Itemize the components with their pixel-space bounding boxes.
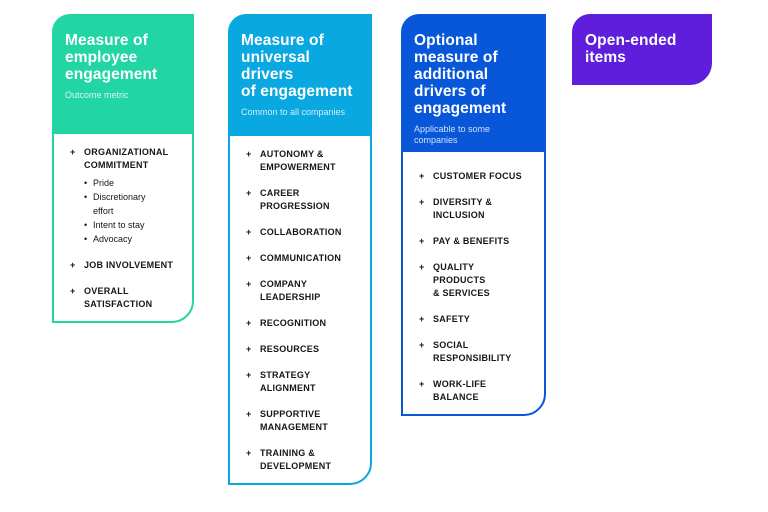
card-subtitle: Outcome metric: [65, 90, 129, 100]
card-subtitle: Applicable to some companies: [414, 124, 491, 145]
plus-icon: +: [419, 340, 425, 350]
list-item: + JOB INVOLVEMENT: [70, 259, 184, 272]
list-item: + CUSTOMER FOCUS: [419, 170, 536, 183]
list-item: + DIVERSITY & INCLUSION: [419, 196, 536, 222]
item-label: JOB INVOLVEMENT: [84, 260, 174, 270]
item-label: CAREER PROGRESSION: [260, 188, 330, 211]
item-label: AUTONOMY & EMPOWERMENT: [260, 149, 336, 172]
list-item: + RECOGNITION: [246, 317, 362, 330]
item-label: COMMUNICATION: [260, 253, 342, 263]
card-employee-engagement: Measure of employee engagement Outcome m…: [52, 14, 194, 323]
plus-icon: +: [246, 344, 252, 354]
plus-icon: +: [419, 314, 425, 324]
card-header: Measure of universal drivers of engageme…: [228, 14, 372, 134]
card-header: Optional measure of additional drivers o…: [401, 14, 546, 150]
list-item: + COLLABORATION: [246, 226, 362, 239]
list-item: + COMPANY LEADERSHIP: [246, 278, 362, 304]
plus-icon: +: [419, 236, 425, 246]
card-title: Optional measure of additional drivers o…: [414, 32, 507, 117]
item-label: TRAINING & DEVELOPMENT: [260, 448, 332, 471]
plus-icon: +: [246, 409, 252, 419]
list-item: + PAY & BENEFITS: [419, 235, 536, 248]
list-item: + WORK-LIFE BALANCE: [419, 378, 536, 404]
list-item: + CAREER PROGRESSION: [246, 187, 362, 213]
plus-icon: +: [246, 149, 252, 159]
bullet-icon: •: [84, 192, 88, 202]
bullet-icon: •: [84, 234, 88, 244]
item-content: JOB INVOLVEMENT: [84, 259, 184, 272]
item-label: DIVERSITY & INCLUSION: [433, 197, 493, 220]
card-open-ended: Open-ended items: [572, 14, 712, 85]
list-item: + RESOURCES: [246, 343, 362, 356]
card-title: Open-ended items: [585, 32, 677, 66]
item-label: COMPANY LEADERSHIP: [260, 279, 321, 302]
card-additional-drivers: Optional measure of additional drivers o…: [401, 14, 546, 416]
item-label: STRATEGY ALIGNMENT: [260, 370, 316, 393]
card-header: Measure of employee engagement Outcome m…: [52, 14, 194, 132]
bullet-label: Discretionary effort: [93, 192, 146, 216]
card-title: Measure of employee engagement: [65, 32, 158, 83]
plus-icon: +: [246, 188, 252, 198]
plus-icon: +: [246, 279, 252, 289]
plus-icon: +: [246, 370, 252, 380]
bullet-icon: •: [84, 220, 88, 230]
item-label: OVERALL SATISFACTION: [84, 286, 153, 309]
plus-icon: +: [419, 197, 425, 207]
item-label: SAFETY: [433, 314, 471, 324]
item-label: ORGANIZATIONAL COMMITMENT: [84, 147, 169, 170]
plus-icon: +: [246, 448, 252, 458]
bullet-item: • Discretionary effort: [84, 190, 184, 218]
bullet-icon: •: [84, 178, 88, 188]
item-label: SOCIAL RESPONSIBILITY: [433, 340, 512, 363]
list-item: + ORGANIZATIONAL COMMITMENT • Pride • Di…: [70, 146, 184, 246]
item-label: CUSTOMER FOCUS: [433, 171, 522, 181]
plus-icon: +: [70, 147, 76, 157]
card-title: Measure of universal drivers of engageme…: [241, 32, 353, 100]
item-label: SUPPORTIVE MANAGEMENT: [260, 409, 328, 432]
list-item: + SUPPORTIVE MANAGEMENT: [246, 408, 362, 434]
plus-icon: +: [419, 262, 425, 272]
list-item: + AUTONOMY & EMPOWERMENT: [246, 148, 362, 174]
card-header: Open-ended items: [572, 14, 712, 85]
card-body: + ORGANIZATIONAL COMMITMENT • Pride • Di…: [52, 132, 194, 323]
card-universal-drivers: Measure of universal drivers of engageme…: [228, 14, 372, 485]
bullet-item: • Intent to stay: [84, 218, 184, 232]
card-body: + CUSTOMER FOCUS + DIVERSITY & INCLUSION…: [401, 150, 546, 416]
list-item: + COMMUNICATION: [246, 252, 362, 265]
item-label: PAY & BENEFITS: [433, 236, 510, 246]
item-label: RESOURCES: [260, 344, 320, 354]
list-item: + SOCIAL RESPONSIBILITY: [419, 339, 536, 365]
item-label: COLLABORATION: [260, 227, 342, 237]
item-label: WORK-LIFE BALANCE: [433, 379, 487, 402]
bullet-item: • Pride: [84, 176, 184, 190]
bullet-label: Advocacy: [93, 234, 133, 244]
list-item: + STRATEGY ALIGNMENT: [246, 369, 362, 395]
plus-icon: +: [246, 318, 252, 328]
item-label: QUALITY PRODUCTS & SERVICES: [433, 262, 490, 298]
bullet-item: • Advocacy: [84, 232, 184, 246]
list-item: + QUALITY PRODUCTS & SERVICES: [419, 261, 536, 300]
item-content: ORGANIZATIONAL COMMITMENT • Pride • Disc…: [84, 146, 184, 246]
plus-icon: +: [70, 286, 76, 296]
plus-icon: +: [246, 227, 252, 237]
list-item: + SAFETY: [419, 313, 536, 326]
plus-icon: +: [246, 253, 252, 263]
plus-icon: +: [70, 260, 76, 270]
bullet-label: Pride: [93, 178, 115, 188]
item-label: RECOGNITION: [260, 318, 327, 328]
plus-icon: +: [419, 171, 425, 181]
list-item: + OVERALL SATISFACTION: [70, 285, 184, 311]
bullet-list: • Pride • Discretionary effort • Intent …: [84, 176, 184, 246]
card-body: + AUTONOMY & EMPOWERMENT + CAREER PROGRE…: [228, 134, 372, 485]
list-item: + TRAINING & DEVELOPMENT: [246, 447, 362, 473]
bullet-label: Intent to stay: [93, 220, 145, 230]
plus-icon: +: [419, 379, 425, 389]
card-subtitle: Common to all companies: [241, 107, 346, 117]
item-content: OVERALL SATISFACTION: [84, 285, 184, 311]
